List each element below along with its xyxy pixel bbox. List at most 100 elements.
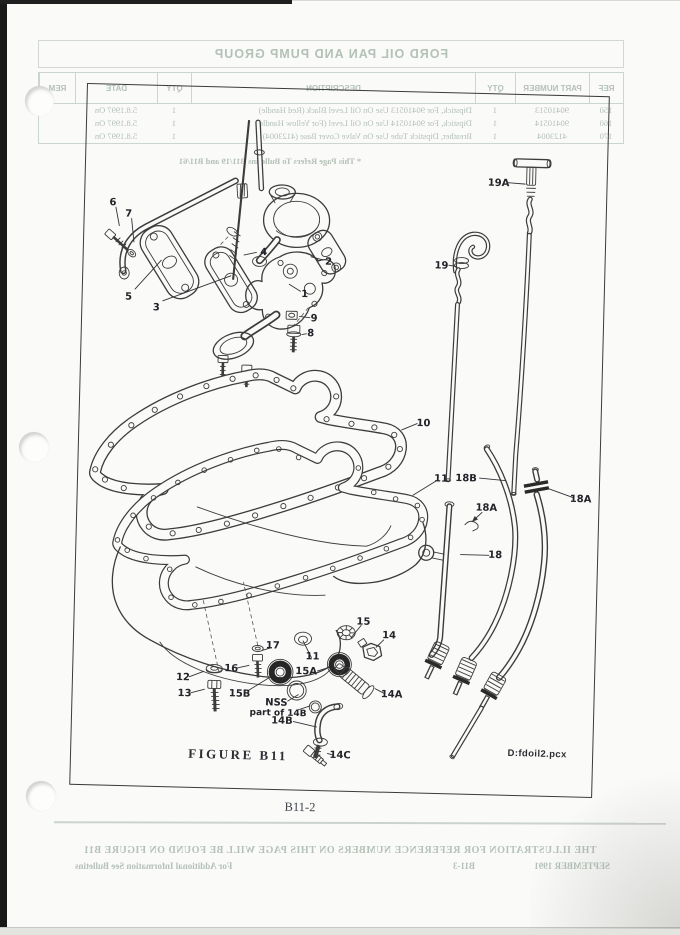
bleedthrough-table-cell — [39, 130, 75, 143]
callout-leader — [374, 688, 385, 695]
scan-bottom-edge — [0, 927, 680, 935]
callout-leader — [287, 694, 299, 702]
callout-leader — [412, 480, 437, 496]
callout-leader — [401, 423, 418, 431]
figure-caption: FIGURE B11 — [187, 745, 289, 764]
bolt-hole — [166, 566, 173, 572]
bolt-hole — [295, 454, 302, 461]
callout-leader — [326, 752, 335, 756]
bolt-hole — [385, 463, 392, 470]
drain-plug-14 — [357, 637, 383, 662]
bolt-hole — [273, 376, 280, 383]
bolt-hole — [371, 424, 378, 431]
gasket-5 — [139, 224, 200, 300]
callout-label-11: 11 — [434, 473, 448, 484]
bolt-hole — [333, 393, 340, 400]
callout-label-5: 5 — [125, 292, 132, 303]
pump-body — [245, 251, 336, 330]
bolt-hole — [276, 446, 282, 452]
bolt-hole — [223, 520, 230, 527]
bolt-hole — [151, 406, 158, 413]
callout-label-18A: 18A — [475, 502, 497, 514]
bolt-hole — [175, 479, 181, 486]
bolt-hole — [419, 516, 425, 523]
washer-17 — [251, 645, 264, 652]
callout-label-18A: 18A — [570, 494, 592, 506]
tube-18B — [446, 444, 519, 699]
bolt-hole — [355, 465, 362, 471]
seal-15A — [326, 652, 352, 678]
callout-label-1: 1 — [301, 289, 308, 300]
callout-label-14A: 14A — [381, 689, 403, 701]
fitting-14C — [302, 744, 328, 767]
page-number: B11-2 — [284, 799, 316, 815]
bolt-hole — [357, 555, 363, 561]
scan-corner-shadow — [530, 759, 680, 929]
callout-arrowhead — [472, 516, 479, 522]
punch-hole — [25, 86, 54, 116]
bolt-hole — [195, 526, 202, 534]
callout-label-part-of-14B: part of 14B — [249, 708, 306, 719]
bolt-hole — [120, 485, 127, 492]
oil-pump-assembly — [104, 119, 347, 388]
callout-leader — [237, 664, 250, 669]
bolt-hole — [218, 598, 224, 605]
callout-label-18: 18 — [488, 550, 502, 561]
bolt-hole — [414, 502, 421, 509]
callout-label-7: 7 — [125, 209, 132, 220]
bolt-hole — [302, 574, 309, 581]
callout-leader — [448, 264, 457, 267]
bolt-hole — [323, 416, 330, 423]
callout-label-13: 13 — [177, 688, 191, 699]
callout-label-15B: 15B — [229, 688, 251, 700]
callout-leader — [131, 218, 135, 243]
bolt-hole — [330, 565, 336, 572]
slinger-washer — [226, 226, 239, 237]
bleedthrough-footer-info: For Additional Information See Bulletins — [75, 861, 233, 871]
dipstick-19A — [510, 158, 552, 496]
pump-outlet-flange — [212, 310, 281, 388]
callout-label-14: 14 — [382, 630, 396, 641]
callout-leader — [310, 256, 324, 261]
callout-label-NSS: NSS — [265, 697, 288, 709]
bolt-hole — [348, 420, 355, 427]
bolt-hole — [290, 385, 297, 392]
callout-leader — [190, 688, 205, 694]
bolt-hole — [107, 441, 114, 448]
fitting-14A — [334, 663, 375, 700]
bleedthrough-table-cell — [39, 117, 75, 130]
bleedthrough-title: FORD OIL PAN AND PUMP GROUP — [38, 40, 624, 68]
punch-hole — [26, 781, 56, 811]
bolt-hole — [177, 393, 184, 400]
callout-label-18B: 18B — [455, 473, 477, 485]
callout-leader — [134, 259, 162, 290]
bolt-hole — [203, 383, 210, 390]
driveshaft-collar — [236, 183, 249, 199]
bolt-hole — [124, 547, 130, 553]
callout-label-12: 12 — [176, 672, 190, 683]
bolt-hole — [143, 555, 149, 562]
bolt-hole — [370, 489, 377, 496]
bolt-hole — [392, 496, 399, 502]
bolt-hole — [407, 534, 414, 541]
bolt-hole — [383, 545, 390, 552]
callout-label-3: 3 — [153, 302, 160, 313]
tube-18A — [449, 467, 550, 760]
bolt-hole — [252, 372, 259, 379]
callout-leader — [350, 624, 362, 639]
bolt-hole — [128, 422, 135, 429]
support-brace — [118, 177, 239, 280]
bolt-16 — [252, 653, 264, 678]
pickup-screen — [262, 184, 331, 249]
callout-label-6: 6 — [109, 197, 116, 208]
callout-leader — [548, 488, 573, 498]
callout-leader — [115, 206, 120, 226]
callout-label-4: 4 — [260, 247, 267, 258]
callout-leader — [479, 477, 507, 482]
callout-leader — [243, 251, 257, 256]
callout-leader — [296, 705, 311, 711]
callout-label-2: 2 — [325, 257, 332, 268]
callout-leader — [317, 666, 330, 672]
